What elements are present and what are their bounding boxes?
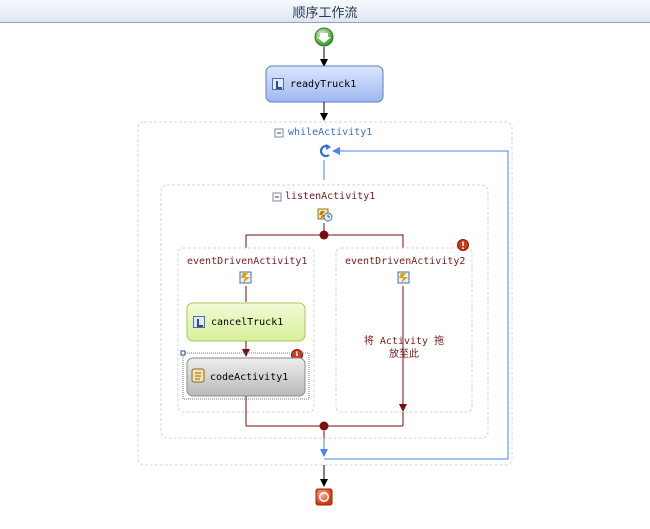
while-activity-container[interactable] — [137, 121, 513, 466]
loop-arrow-icon — [319, 144, 331, 158]
error-icon[interactable] — [457, 239, 469, 251]
branch-merge-node — [319, 421, 329, 431]
ready-truck-activity[interactable]: readyTruck1 — [266, 66, 383, 102]
drop-hint-line-1: 将 Activity 拖 — [363, 336, 445, 347]
code-scroll-icon — [191, 368, 205, 383]
event-driven-activity-1-container[interactable] — [177, 247, 315, 413]
event-driven-icon — [239, 271, 252, 284]
end-stop-icon — [315, 488, 333, 506]
drop-hint-line-2: 放至此 — [389, 349, 419, 360]
event-driven-activity-2-container[interactable] — [335, 247, 473, 413]
event-driven-activity-2-label: eventDrivenActivity2 — [345, 256, 466, 267]
event-driven-activity-1-label: eventDrivenActivity1 — [187, 256, 308, 267]
event-driven-icon — [397, 271, 410, 284]
code-activity[interactable]: codeActivity1 — [187, 358, 305, 396]
activity-icon — [193, 316, 205, 328]
collapse-icon[interactable] — [272, 192, 282, 202]
listen-activity-label: listenActivity1 — [285, 191, 376, 202]
collapse-icon[interactable] — [274, 128, 284, 138]
listen-icon — [317, 208, 333, 222]
drop-activity-hint[interactable]: 将 Activity 拖 放至此 — [342, 335, 466, 361]
while-activity-label: whileActivity1 — [288, 127, 373, 138]
cancel-truck-activity[interactable]: cancelTruck1 — [187, 303, 305, 341]
code-activity-label: codeActivity1 — [210, 371, 289, 383]
cancel-truck-label: cancelTruck1 — [211, 316, 284, 328]
ready-truck-label: readyTruck1 — [290, 78, 357, 90]
start-arrow-icon — [314, 27, 334, 47]
designer-title-bar: 顺序工作流 — [0, 0, 650, 23]
selection-handle[interactable] — [180, 350, 186, 356]
activity-icon — [272, 78, 284, 90]
workflow-title: 顺序工作流 — [292, 5, 358, 21]
